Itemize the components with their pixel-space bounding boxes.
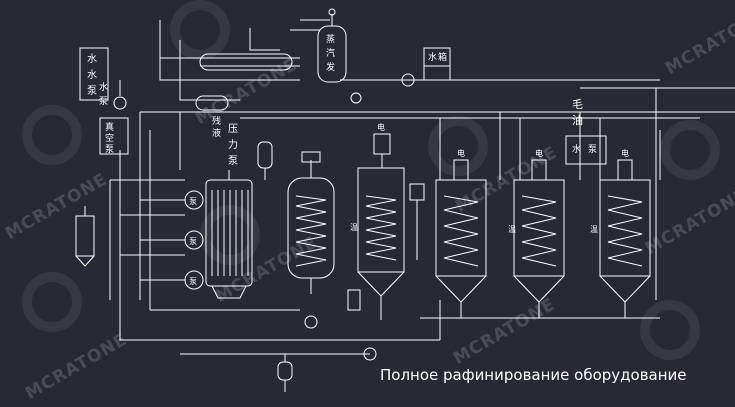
column-5: 电 温	[590, 148, 651, 318]
tube-heat-exchanger	[205, 170, 253, 299]
feed-pump-top	[350, 73, 415, 104]
motor-label-3: 电	[535, 148, 543, 158]
motor-label-4: 电	[621, 148, 629, 158]
column-4: 电 温	[508, 148, 565, 318]
crude-oil-label-b: 油	[572, 113, 583, 127]
horizontal-exchanger-top	[195, 53, 293, 111]
water-pump-top: 水 泵	[99, 80, 127, 110]
water-tank-label-2: 水	[87, 69, 97, 81]
sludge-label-a: 残	[212, 115, 221, 127]
pump-label-c: 泵	[189, 277, 197, 286]
steam-gen-label-a: 蒸	[326, 33, 335, 45]
steam-gen-label-b: 汽	[326, 47, 335, 59]
caption: Полное рафинирование оборудование	[380, 366, 687, 384]
sludge-label-b: 液	[212, 127, 221, 139]
reactor-1	[287, 151, 335, 329]
top-pipelines	[140, 19, 735, 119]
left-pump-group: 泵 泵 泵	[110, 179, 204, 290]
water-pump-right-label-b: 泵	[588, 144, 597, 155]
small-vessel-mid	[257, 141, 273, 180]
crude-oil-label: 毛 油	[572, 98, 583, 127]
crude-oil-label-a: 毛	[572, 98, 583, 111]
pump-label-a: 泵	[189, 197, 197, 206]
water-pump-right-label-a: 水	[572, 143, 581, 155]
steam-generator: 蒸 汽 发	[317, 8, 347, 83]
water-pump-top-label-b: 泵	[99, 96, 108, 107]
right-piping	[420, 88, 661, 319]
pressure-pump: 压 力 泵 残 液	[212, 115, 238, 167]
water-tank-top-left: 水 水 泵	[79, 47, 109, 101]
temp-label-3: 温	[590, 225, 598, 234]
steam-gen-label-c: 发	[326, 61, 335, 73]
water-tank-label-1: 水	[87, 53, 97, 65]
water-pump-top-label-a: 水	[99, 81, 108, 93]
bottom-piping	[120, 300, 441, 392]
pump-label-b: 泵	[189, 237, 197, 246]
vacuum-pump-label-a: 真	[105, 121, 114, 133]
compressor-label-b: 力	[228, 138, 238, 151]
middle-small-tank	[409, 183, 425, 260]
vacuum-pump: 真 空 泵	[99, 117, 129, 155]
left-small-vessel	[75, 206, 95, 267]
motor-label-1: 电	[377, 122, 385, 132]
water-box: 水 箱	[423, 47, 451, 81]
water-tank-label-3: 泵	[87, 85, 97, 97]
water-pump-box-right: 水 泵	[565, 135, 607, 165]
compressor-label-c: 泵	[228, 155, 238, 167]
temp-label-2: 温	[508, 225, 516, 234]
water-box-label-a: 水	[428, 51, 437, 63]
water-box-label-b: 箱	[438, 51, 447, 63]
motor-label-2: 电	[457, 148, 465, 158]
vacuum-pump-label-b: 空	[105, 132, 114, 144]
column-3: 电	[435, 148, 487, 318]
temp-label-1: 温	[350, 223, 358, 232]
vacuum-pump-label-c: 泵	[105, 144, 114, 155]
reactor-2: 电 温	[347, 122, 405, 320]
compressor-label-a: 压	[228, 123, 238, 135]
